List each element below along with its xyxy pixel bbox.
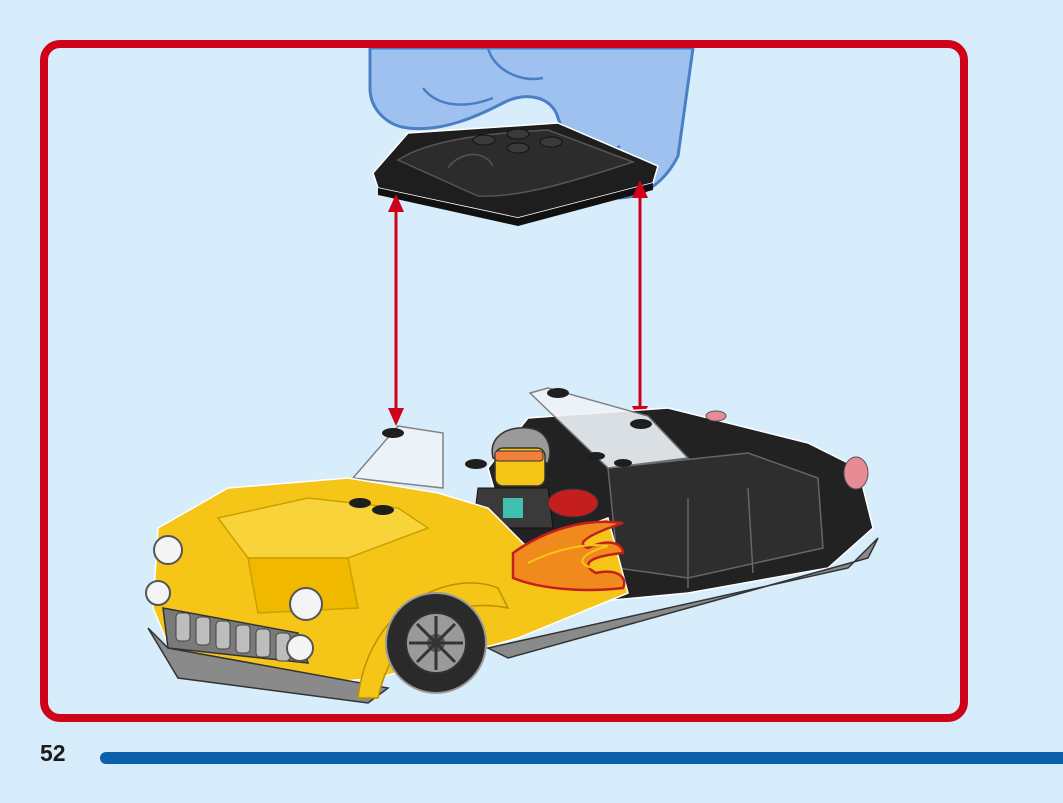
attach-arrow-right <box>632 180 648 424</box>
build-illustration <box>145 48 879 704</box>
roof-plate-part <box>372 122 659 226</box>
page-number: 52 <box>40 740 66 766</box>
progress-bar <box>100 752 1063 764</box>
wheel <box>385 592 487 694</box>
flame-decal <box>511 520 626 592</box>
build-step-frame <box>40 40 968 722</box>
hot-rod-car-model <box>145 387 879 704</box>
attach-arrow-left <box>388 194 404 426</box>
